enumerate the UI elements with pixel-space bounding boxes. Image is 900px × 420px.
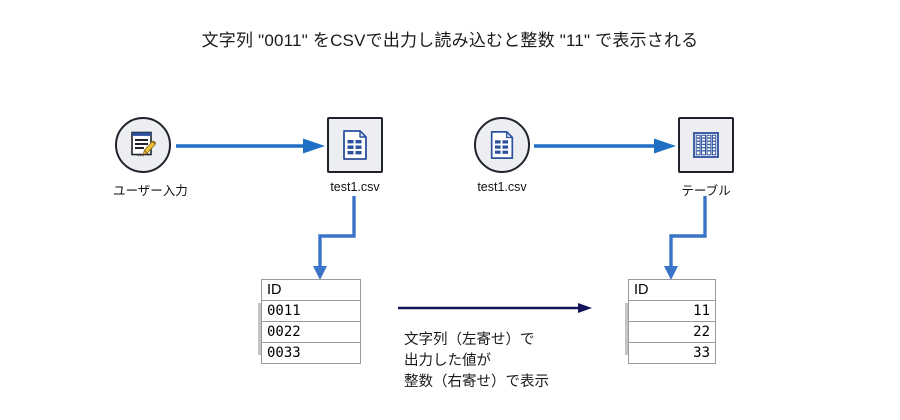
right-table-header: ID — [628, 279, 716, 301]
node-user-input[interactable]: ユーザー入力 — [113, 117, 188, 199]
node-csv-out-label: test1.csv — [330, 180, 380, 194]
table-node-shape — [678, 117, 734, 173]
csv-out-shape — [327, 117, 383, 173]
table-row: 0022 — [261, 321, 361, 343]
page-title: 文字列 "0011" をCSVで出力し読み込むと整数 "11" で表示される — [201, 31, 699, 50]
table-row: 11 — [628, 300, 716, 322]
node-user-input-label: ユーザー入力 — [113, 184, 188, 198]
arrow-transform-navy — [398, 303, 592, 313]
left-table-cell-2: 0022 — [261, 321, 361, 343]
left-table: ID 0011 0022 0033 — [261, 279, 361, 364]
table-row: 22 — [628, 321, 716, 343]
arrow-table-to-right-table — [664, 196, 707, 280]
left-table-row-stub — [258, 303, 261, 355]
caption-line-3: 整数（右寄せ）で表示 — [404, 374, 549, 390]
right-table-row-stub — [625, 303, 628, 355]
user-input-shape — [115, 117, 171, 173]
left-table-header: ID — [261, 279, 361, 301]
arrow-csv-to-table — [534, 138, 676, 154]
document-pencil-icon — [131, 131, 157, 157]
node-table[interactable]: テーブル — [676, 117, 736, 199]
table-row: 0011 — [261, 300, 361, 322]
table-row-header: ID — [628, 279, 716, 301]
table-row: 0033 — [261, 342, 361, 364]
right-table: ID 11 22 33 — [628, 279, 716, 364]
csv-file-icon — [343, 130, 367, 160]
node-csv-out[interactable]: test1.csv — [325, 117, 385, 194]
arrow-csv-to-left-table — [313, 196, 356, 280]
node-csv-in-label: test1.csv — [477, 180, 527, 194]
arrow-user-input-to-csv — [176, 138, 325, 154]
left-table-cell-1: 0011 — [261, 300, 361, 322]
right-table-cell-2: 22 — [628, 321, 716, 343]
left-table-cell-3: 0033 — [261, 342, 361, 364]
table-grid-icon — [693, 132, 719, 158]
right-table-cell-3: 33 — [628, 342, 716, 364]
csv-file-icon — [490, 131, 514, 159]
table-row: 33 — [628, 342, 716, 364]
caption-line-1: 文字列（左寄せ）で — [404, 332, 535, 348]
csv-in-shape — [474, 117, 530, 173]
caption-line-2: 出力した値が — [404, 353, 491, 369]
right-table-cell-1: 11 — [628, 300, 716, 322]
table-row-header: ID — [261, 279, 361, 301]
node-table-label: テーブル — [681, 184, 731, 198]
node-csv-in[interactable]: test1.csv — [472, 117, 532, 194]
